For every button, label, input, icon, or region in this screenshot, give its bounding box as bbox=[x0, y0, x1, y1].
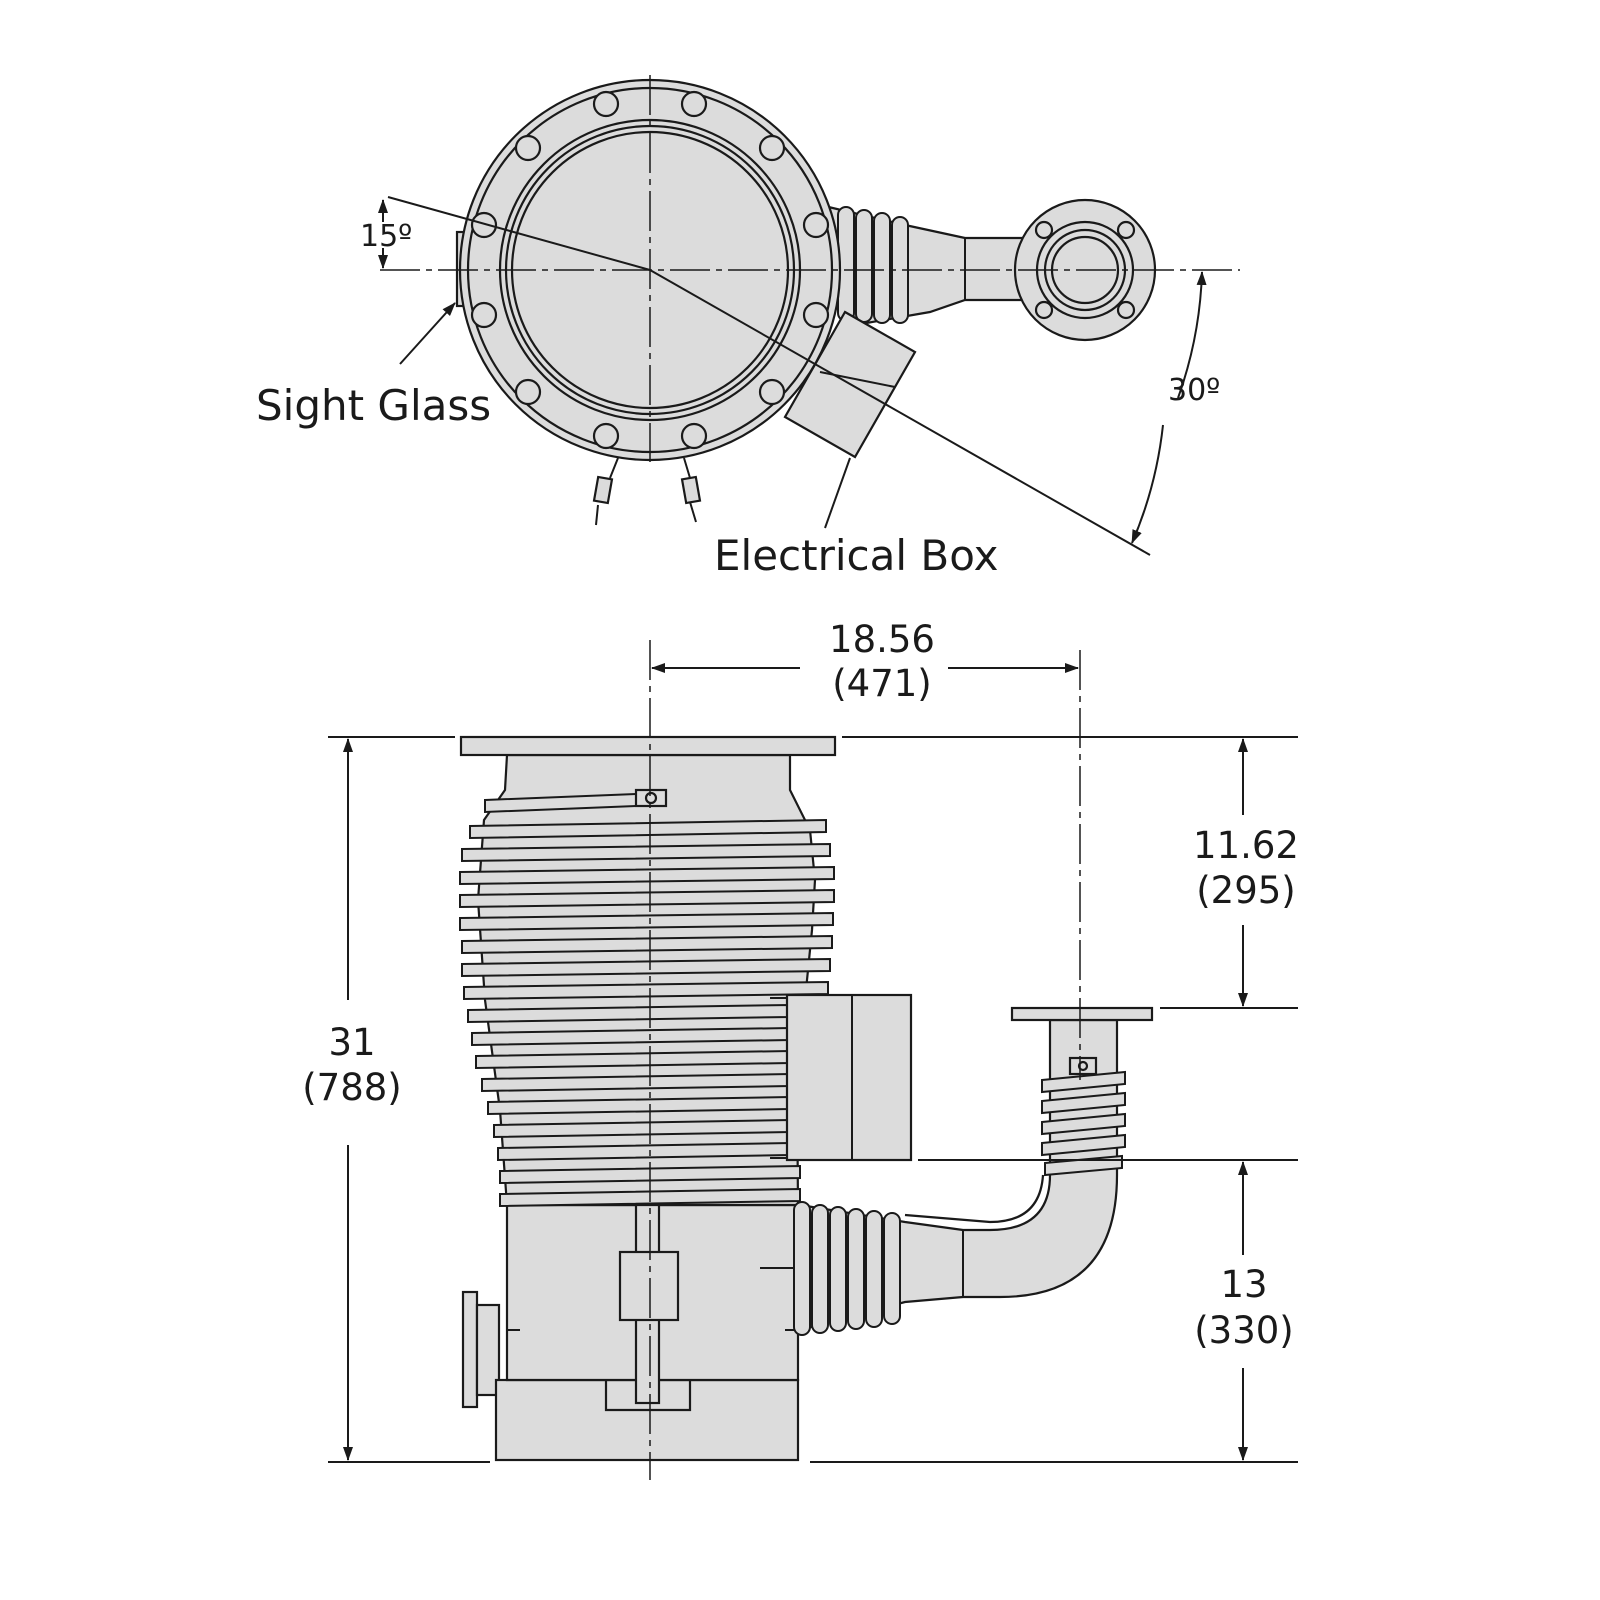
inlet-flange-side bbox=[459, 735, 837, 757]
top-view: Sight Glass Electrical Box 15º 30º bbox=[256, 75, 1240, 580]
electrical-box-leader bbox=[824, 457, 851, 529]
cooling-coils bbox=[459, 791, 835, 1208]
foreline-bellows-top bbox=[837, 206, 909, 324]
foreline-bellows-side bbox=[793, 1201, 901, 1336]
sight-glass-leader bbox=[399, 302, 456, 365]
electrical-box-side bbox=[770, 993, 913, 1162]
bolt-holes bbox=[470, 90, 830, 450]
heater-leads-top bbox=[592, 457, 702, 526]
side-valve bbox=[461, 1290, 501, 1409]
angle-30-label: 30º bbox=[1168, 373, 1220, 408]
side-view: 18.56 (471) 31 (788) 11.62 (295) 13 (330… bbox=[302, 618, 1299, 1480]
sight-glass-label: Sight Glass bbox=[256, 381, 491, 430]
foreline-flange-side bbox=[1010, 1006, 1154, 1022]
angle-15-label: 15º bbox=[360, 219, 412, 254]
electrical-box-label: Electrical Box bbox=[714, 531, 998, 580]
heater-assembly bbox=[618, 1191, 680, 1405]
dim-inlet-outlet-inch: 11.62 bbox=[1193, 824, 1299, 867]
dim-overall-height-inch: 31 bbox=[328, 1021, 375, 1064]
dim-outlet-offset-inch: 18.56 bbox=[829, 618, 935, 661]
dim-outlet-base-mm: (330) bbox=[1194, 1309, 1294, 1352]
dim-outlet-offset-mm: (471) bbox=[832, 662, 932, 705]
dim-inlet-outlet-mm: (295) bbox=[1196, 869, 1296, 912]
dim-overall-height-mm: (788) bbox=[302, 1066, 402, 1109]
dim-outlet-base-inch: 13 bbox=[1220, 1263, 1267, 1306]
